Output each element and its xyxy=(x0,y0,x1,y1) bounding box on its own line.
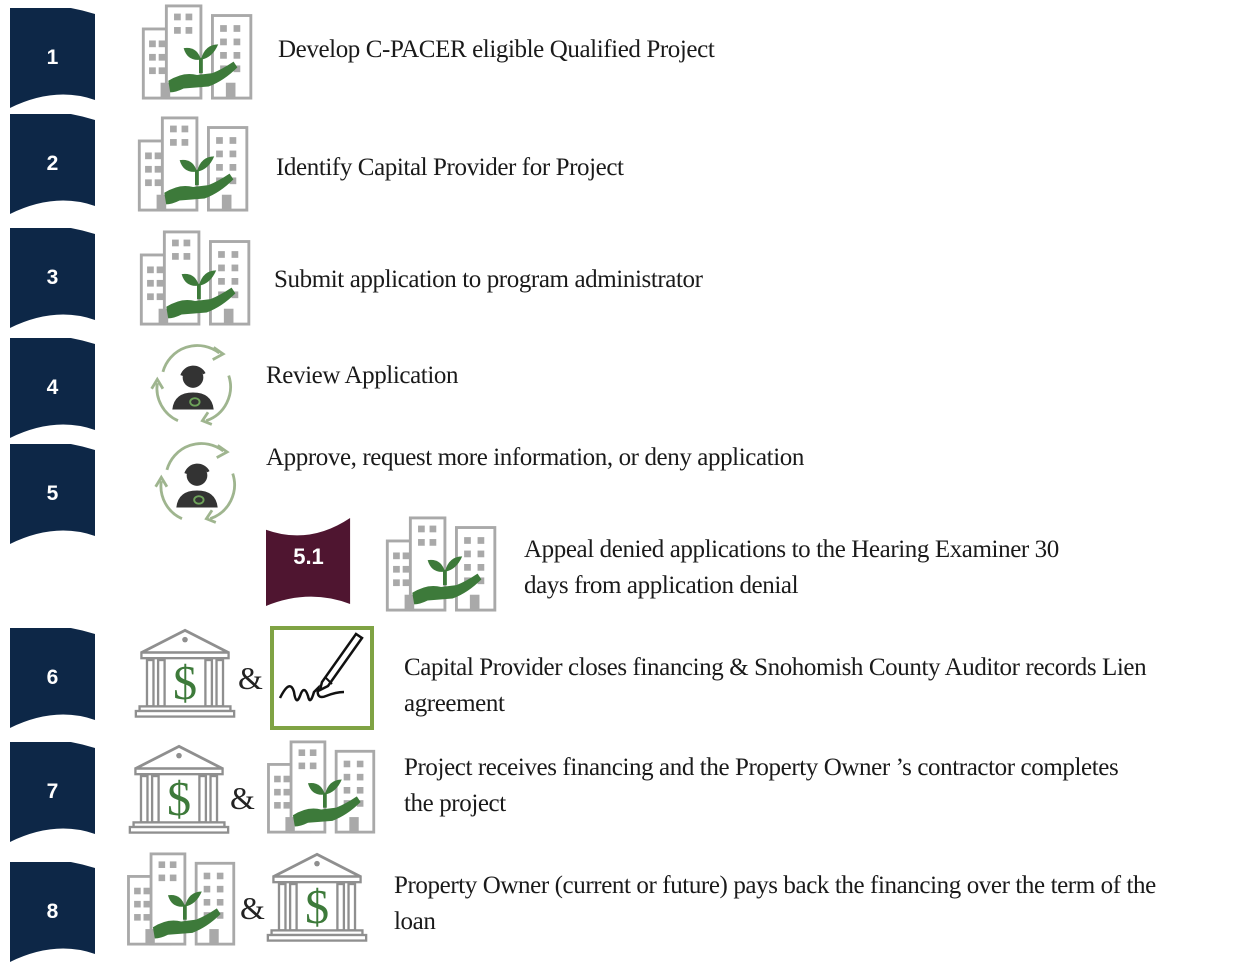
step-badge: 7 xyxy=(10,742,100,842)
step-text-line-2: the project xyxy=(404,790,506,817)
building-plant-icon xyxy=(124,852,242,946)
step-number: 4 xyxy=(46,376,59,399)
step-text: Identify Capital Provider for Project xyxy=(276,154,624,181)
reviewer-cycle-icon xyxy=(146,338,240,432)
ampersand: & xyxy=(230,780,255,816)
building-plant-icon xyxy=(264,740,382,834)
step-number: 8 xyxy=(46,900,59,923)
step-badge: 6 xyxy=(10,628,100,728)
step-text-line-1: Project receives financing and the Prope… xyxy=(404,754,1119,781)
step-text: Review Application xyxy=(266,362,459,389)
step-number: 1 xyxy=(46,46,59,69)
step-text: Submit application to program administra… xyxy=(274,266,703,293)
building-plant-icon xyxy=(382,516,504,612)
ampersand: & xyxy=(238,660,263,696)
step-badge: 2 xyxy=(10,114,100,214)
step-number: 5 xyxy=(46,482,59,505)
step-text-line-2: agreement xyxy=(404,690,505,717)
signature-pen-icon xyxy=(270,626,374,730)
step-number: 7 xyxy=(46,780,59,803)
bank-dollar-icon xyxy=(128,742,230,836)
bank-dollar-icon xyxy=(266,850,368,944)
building-plant-icon xyxy=(136,230,258,326)
step-badge: 1 xyxy=(10,8,100,108)
reviewer-cycle-icon xyxy=(150,436,244,530)
building-plant-icon xyxy=(138,4,260,100)
step-number: 6 xyxy=(46,666,59,689)
step-text-line-1: Appeal denied applications to the Hearin… xyxy=(524,536,1059,563)
ampersand: & xyxy=(240,890,265,926)
step-text: Develop C-PACER eligible Qualified Proje… xyxy=(278,36,715,63)
step-text-line-2: days from application denial xyxy=(524,572,799,599)
building-plant-icon xyxy=(134,116,256,212)
step-text-line-2: loan xyxy=(394,908,436,935)
step-badge: 3 xyxy=(10,228,100,328)
step-text-line-1: Property Owner (current or future) pays … xyxy=(394,872,1156,899)
step-badge: 8 xyxy=(10,862,100,962)
step-badge: 5 xyxy=(10,444,100,544)
step-number: 3 xyxy=(46,266,59,289)
step-badge: 4 xyxy=(10,338,100,438)
step-badge: 5.1 xyxy=(266,516,356,616)
bank-dollar-icon xyxy=(134,626,236,720)
step-text-line-1: Capital Provider closes financing & Snoh… xyxy=(404,654,1147,681)
step-text: Approve, request more information, or de… xyxy=(266,444,804,471)
step-number: 2 xyxy=(46,152,59,175)
step-number: 5.1 xyxy=(293,544,324,569)
